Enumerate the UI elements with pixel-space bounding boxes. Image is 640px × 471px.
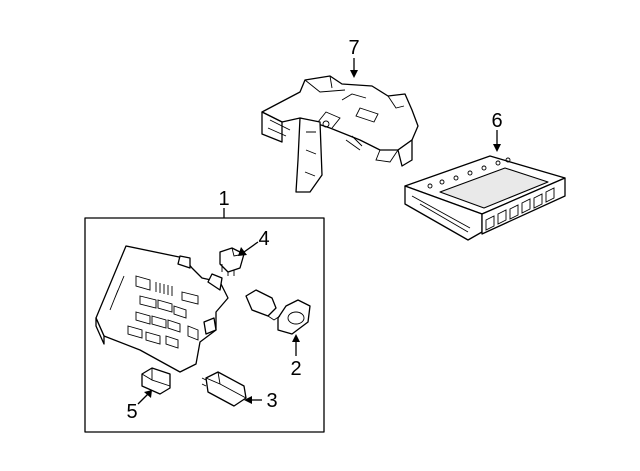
mounting-bracket-icon [261, 75, 419, 193]
fuse-icon [219, 247, 245, 276]
fuse-box-icon [95, 245, 229, 373]
callout-7: 7 [348, 37, 359, 59]
callout-4: 4 [258, 228, 269, 250]
callout-2: 2 [290, 358, 301, 380]
relay-socket-icon [245, 289, 311, 335]
callout-5: 5 [126, 401, 137, 423]
callout-3: 3 [266, 390, 277, 412]
relay-icon [201, 371, 247, 407]
callout-6: 6 [491, 110, 502, 132]
control-module-icon [404, 155, 566, 241]
fuse-box-frame [84, 217, 325, 433]
mini-relay-icon [141, 367, 171, 395]
callout-1: 1 [218, 188, 229, 210]
callout-arrows [137, 58, 501, 405]
